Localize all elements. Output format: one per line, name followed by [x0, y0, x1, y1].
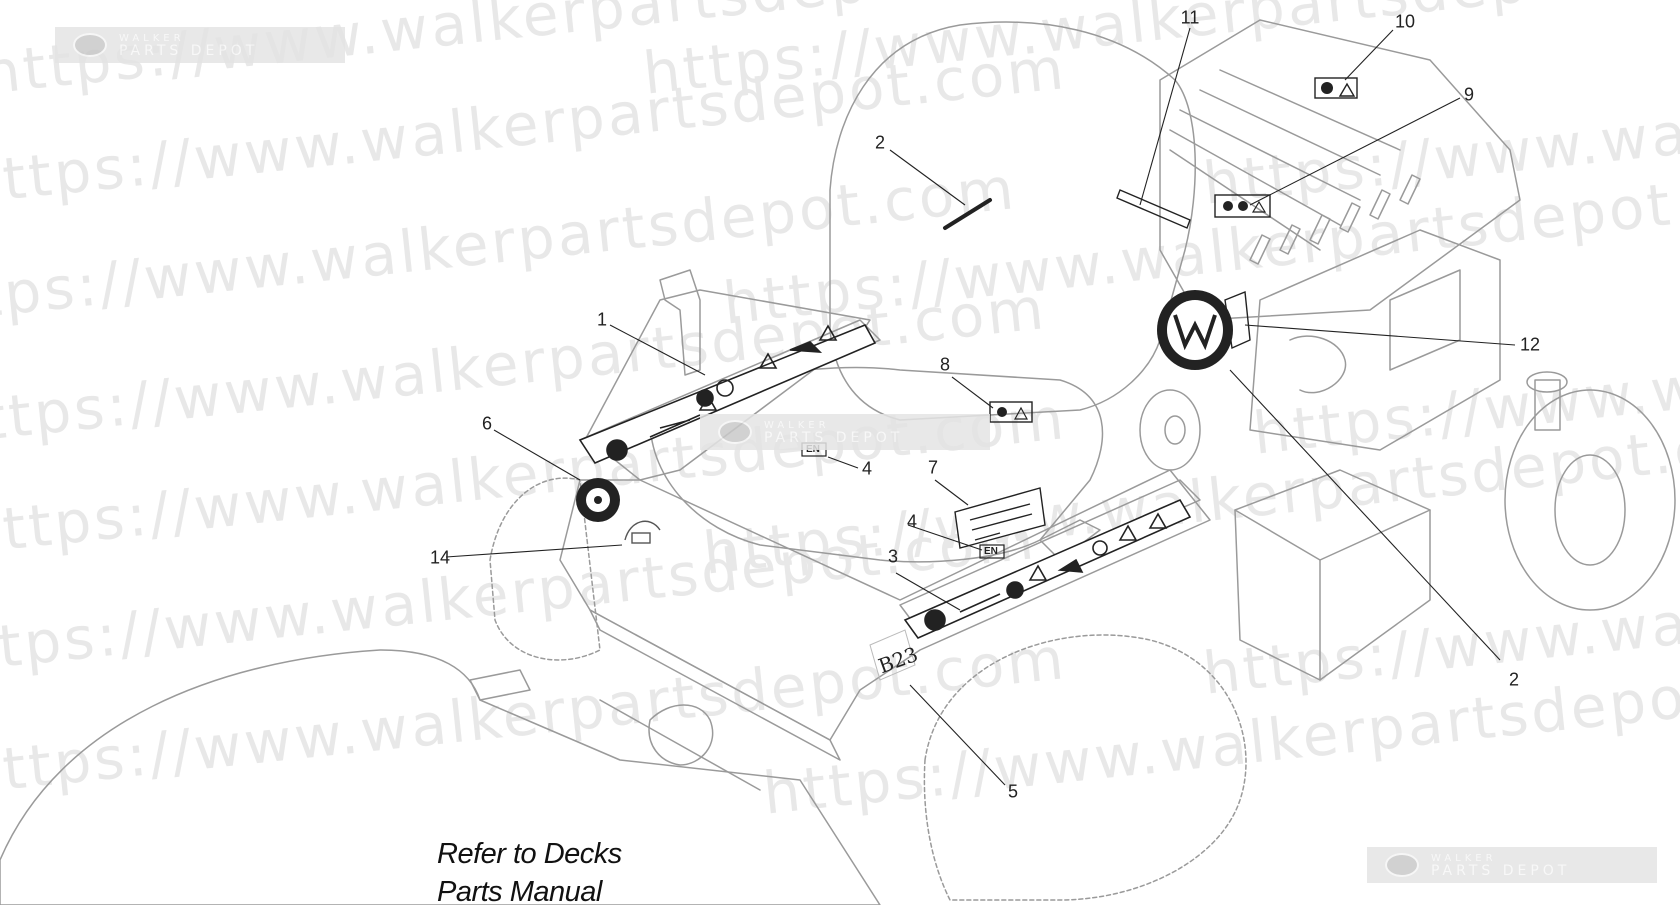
badge-brand-bottom: PARTS DEPOT [1431, 862, 1571, 879]
note-line-2: Parts Manual [437, 876, 602, 908]
decal-14 [624, 520, 661, 544]
hood-vent [1309, 214, 1331, 245]
decal-7 [954, 487, 1046, 549]
callout-12: 12 [1519, 334, 1541, 355]
decal-10 [1314, 77, 1358, 99]
en-decal-lower: EN [984, 546, 998, 557]
badge-brand-bottom: PARTS DEPOT [119, 42, 259, 59]
callout-7: 7 [927, 457, 939, 478]
decks-manual-note: Refer to Decks Parts Manual [437, 835, 622, 911]
callout-8: 8 [939, 354, 951, 375]
hood-vent [1339, 202, 1361, 233]
hood-slot [1179, 109, 1361, 201]
right-wheel-hub [1554, 454, 1626, 566]
callout-14: 14 [429, 547, 451, 568]
hood-vent [1279, 224, 1301, 255]
engine-block [1249, 229, 1501, 451]
caster-top [1526, 371, 1568, 393]
watermark-badge-center: WALKER PARTS DEPOT [700, 414, 990, 450]
callout-2-logo: 2 [1508, 669, 1520, 690]
note-line-1: Refer to Decks [437, 838, 622, 870]
callout-1: 1 [596, 309, 608, 330]
walker-logo-icon [718, 420, 752, 444]
hood-slot [1219, 69, 1401, 151]
engine-hood [1159, 19, 1521, 321]
control-handle [659, 269, 701, 376]
hood-slot [1169, 149, 1321, 251]
deck-pulley [648, 704, 714, 766]
left-drive-wheel [489, 477, 601, 661]
deck-linkage [469, 669, 531, 701]
hood-slot [1169, 129, 1341, 226]
decal-9 [1214, 194, 1271, 218]
body-front [559, 469, 1211, 741]
caster-post [1534, 379, 1561, 431]
decal-8 [989, 401, 1033, 423]
hood-slot [1199, 89, 1381, 176]
decal-11 [1116, 189, 1191, 229]
decal-4-lower [979, 544, 1005, 559]
engine-pulley [1139, 389, 1201, 471]
callout-4-lower: 4 [906, 511, 918, 532]
decal-1 [578, 323, 877, 465]
decal-2-seat [943, 198, 992, 230]
decal-3 [903, 498, 1192, 639]
callout-4-upper: 4 [861, 458, 873, 479]
hood-vent [1399, 174, 1421, 205]
hood-vent [1369, 189, 1391, 220]
right-wheel [1504, 389, 1676, 611]
control-handle [1039, 519, 1101, 561]
deck-belt [599, 699, 761, 791]
decal-12-logo [1157, 290, 1251, 370]
b23-decal-frame [869, 629, 916, 681]
badge-brand-top: WALKER [1431, 852, 1497, 864]
front-drive-wheel [923, 634, 1247, 901]
battery-box [1234, 469, 1431, 681]
callout-9: 9 [1463, 84, 1475, 105]
engine-detail [1289, 335, 1347, 394]
callout-10: 10 [1394, 11, 1416, 32]
badge-brand-top: WALKER [764, 419, 830, 431]
callout-2-seat: 2 [874, 132, 886, 153]
badge-brand-bottom: PARTS DEPOT [764, 429, 904, 446]
engine-detail [1389, 269, 1461, 371]
callout-6: 6 [481, 413, 493, 434]
watermark-badge-bottom-right: WALKER PARTS DEPOT [1367, 847, 1657, 883]
decal-6 [576, 478, 620, 522]
badge-brand-top: WALKER [119, 32, 185, 44]
leader-lines [445, 27, 1516, 786]
engine-pulley-hub [1164, 415, 1186, 445]
walker-logo-icon [73, 33, 107, 57]
callout-11: 11 [1180, 7, 1200, 28]
walker-logo-icon [1385, 853, 1419, 877]
hood-vent [1249, 234, 1271, 265]
callout-5: 5 [1007, 781, 1019, 802]
callout-3: 3 [887, 546, 899, 567]
watermark-badge-top-left: WALKER PARTS DEPOT [55, 27, 345, 63]
